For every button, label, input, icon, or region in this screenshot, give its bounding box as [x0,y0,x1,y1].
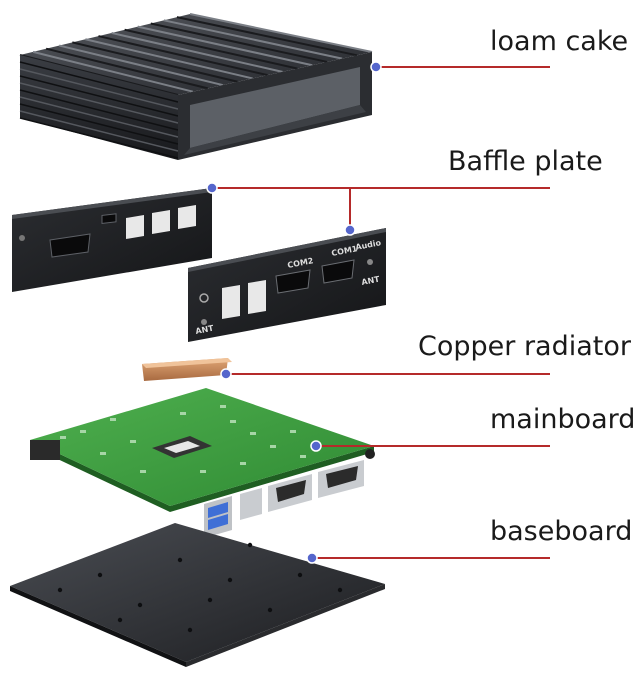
baseboard-hole [137,602,143,608]
heatsink-fin [150,22,328,63]
port-label-ant-right: ANT [361,275,381,287]
annotation-baffle-plate: Baffle plate [206,146,603,236]
baseboard-hole [267,607,273,613]
heatsink-fin [58,44,224,87]
anchor-dot-baffle-right [344,224,356,236]
baseboard-hole [177,557,183,563]
baseboard-hole [337,587,343,593]
board-component [130,440,136,443]
heatsink-fin [111,31,283,73]
label-loam-cake: loam cake [490,26,628,57]
heatsink-fin [163,19,343,60]
anchor-dot-baffle-left [206,182,218,194]
heatsink-fins [19,13,373,96]
board-component [180,412,186,415]
label-mainboard: mainboard [490,404,635,435]
annotation-mainboard: mainboard [310,404,635,452]
board-component [80,430,86,433]
heatsink-fin [137,25,313,67]
side-fin [19,96,179,138]
baseboard-hole [297,572,303,578]
side-fin [19,103,179,145]
side-fin [19,110,179,152]
baseboard-hole [227,577,233,583]
board-component [220,405,226,408]
baseboard-hole [97,572,103,578]
baseboard-hole [247,542,253,548]
board-component [250,432,256,435]
annotation-copper-radiator: Copper radiator [220,331,632,380]
loam-cake-part [19,13,373,160]
side-fin [19,89,179,131]
heatsink-fin [72,41,238,83]
anchor-dot-loam-cake [370,61,382,73]
baseboard-hole [207,597,213,603]
board-component [230,420,236,423]
board-component [140,470,146,473]
heatsink-fin [189,13,373,53]
board-component [290,430,296,433]
baseboard-hole [57,587,63,593]
board-component [270,445,276,448]
board-components [60,405,306,473]
side-fin [19,117,179,159]
board-component [110,418,116,421]
heatsink-fin [124,28,298,70]
side-fin [19,75,179,117]
label-baseboard: baseboard [490,516,632,547]
anchor-dot-copper-radiator [220,368,232,380]
board-component [240,462,246,465]
baffle-plate-right: COM2 COM1 Audio ANT ANT [188,228,386,342]
side-fins [19,61,179,159]
anchor-dot-baseboard [306,552,318,564]
heatsink-fin [85,38,253,80]
baseboard-hole [187,627,193,633]
label-baffle-plate: Baffle plate [448,146,603,177]
anchor-dot-mainboard [310,440,322,452]
annotation-loam-cake: loam cake [370,26,628,73]
side-fin [19,82,179,124]
label-copper-radiator: Copper radiator [418,331,632,362]
board-component [100,452,106,455]
side-fin [19,68,179,110]
board-component [200,470,206,473]
copper-radiator-part [142,358,232,381]
board-component [60,436,66,439]
baffle-plate-left [12,188,212,292]
side-fin [19,61,179,103]
heatsink-fin [98,35,268,77]
board-component [300,455,306,458]
mainboard-part [30,388,375,538]
baseboard-holes [57,542,343,633]
heatsink-fin [32,50,194,93]
heatsink-fin [45,47,209,90]
annotation-baseboard: baseboard [306,516,632,564]
heatsink-fin [176,16,358,57]
baseboard-hole [117,617,123,623]
port-label-ant-left: ANT [195,324,215,336]
baseboard-part [10,523,385,667]
